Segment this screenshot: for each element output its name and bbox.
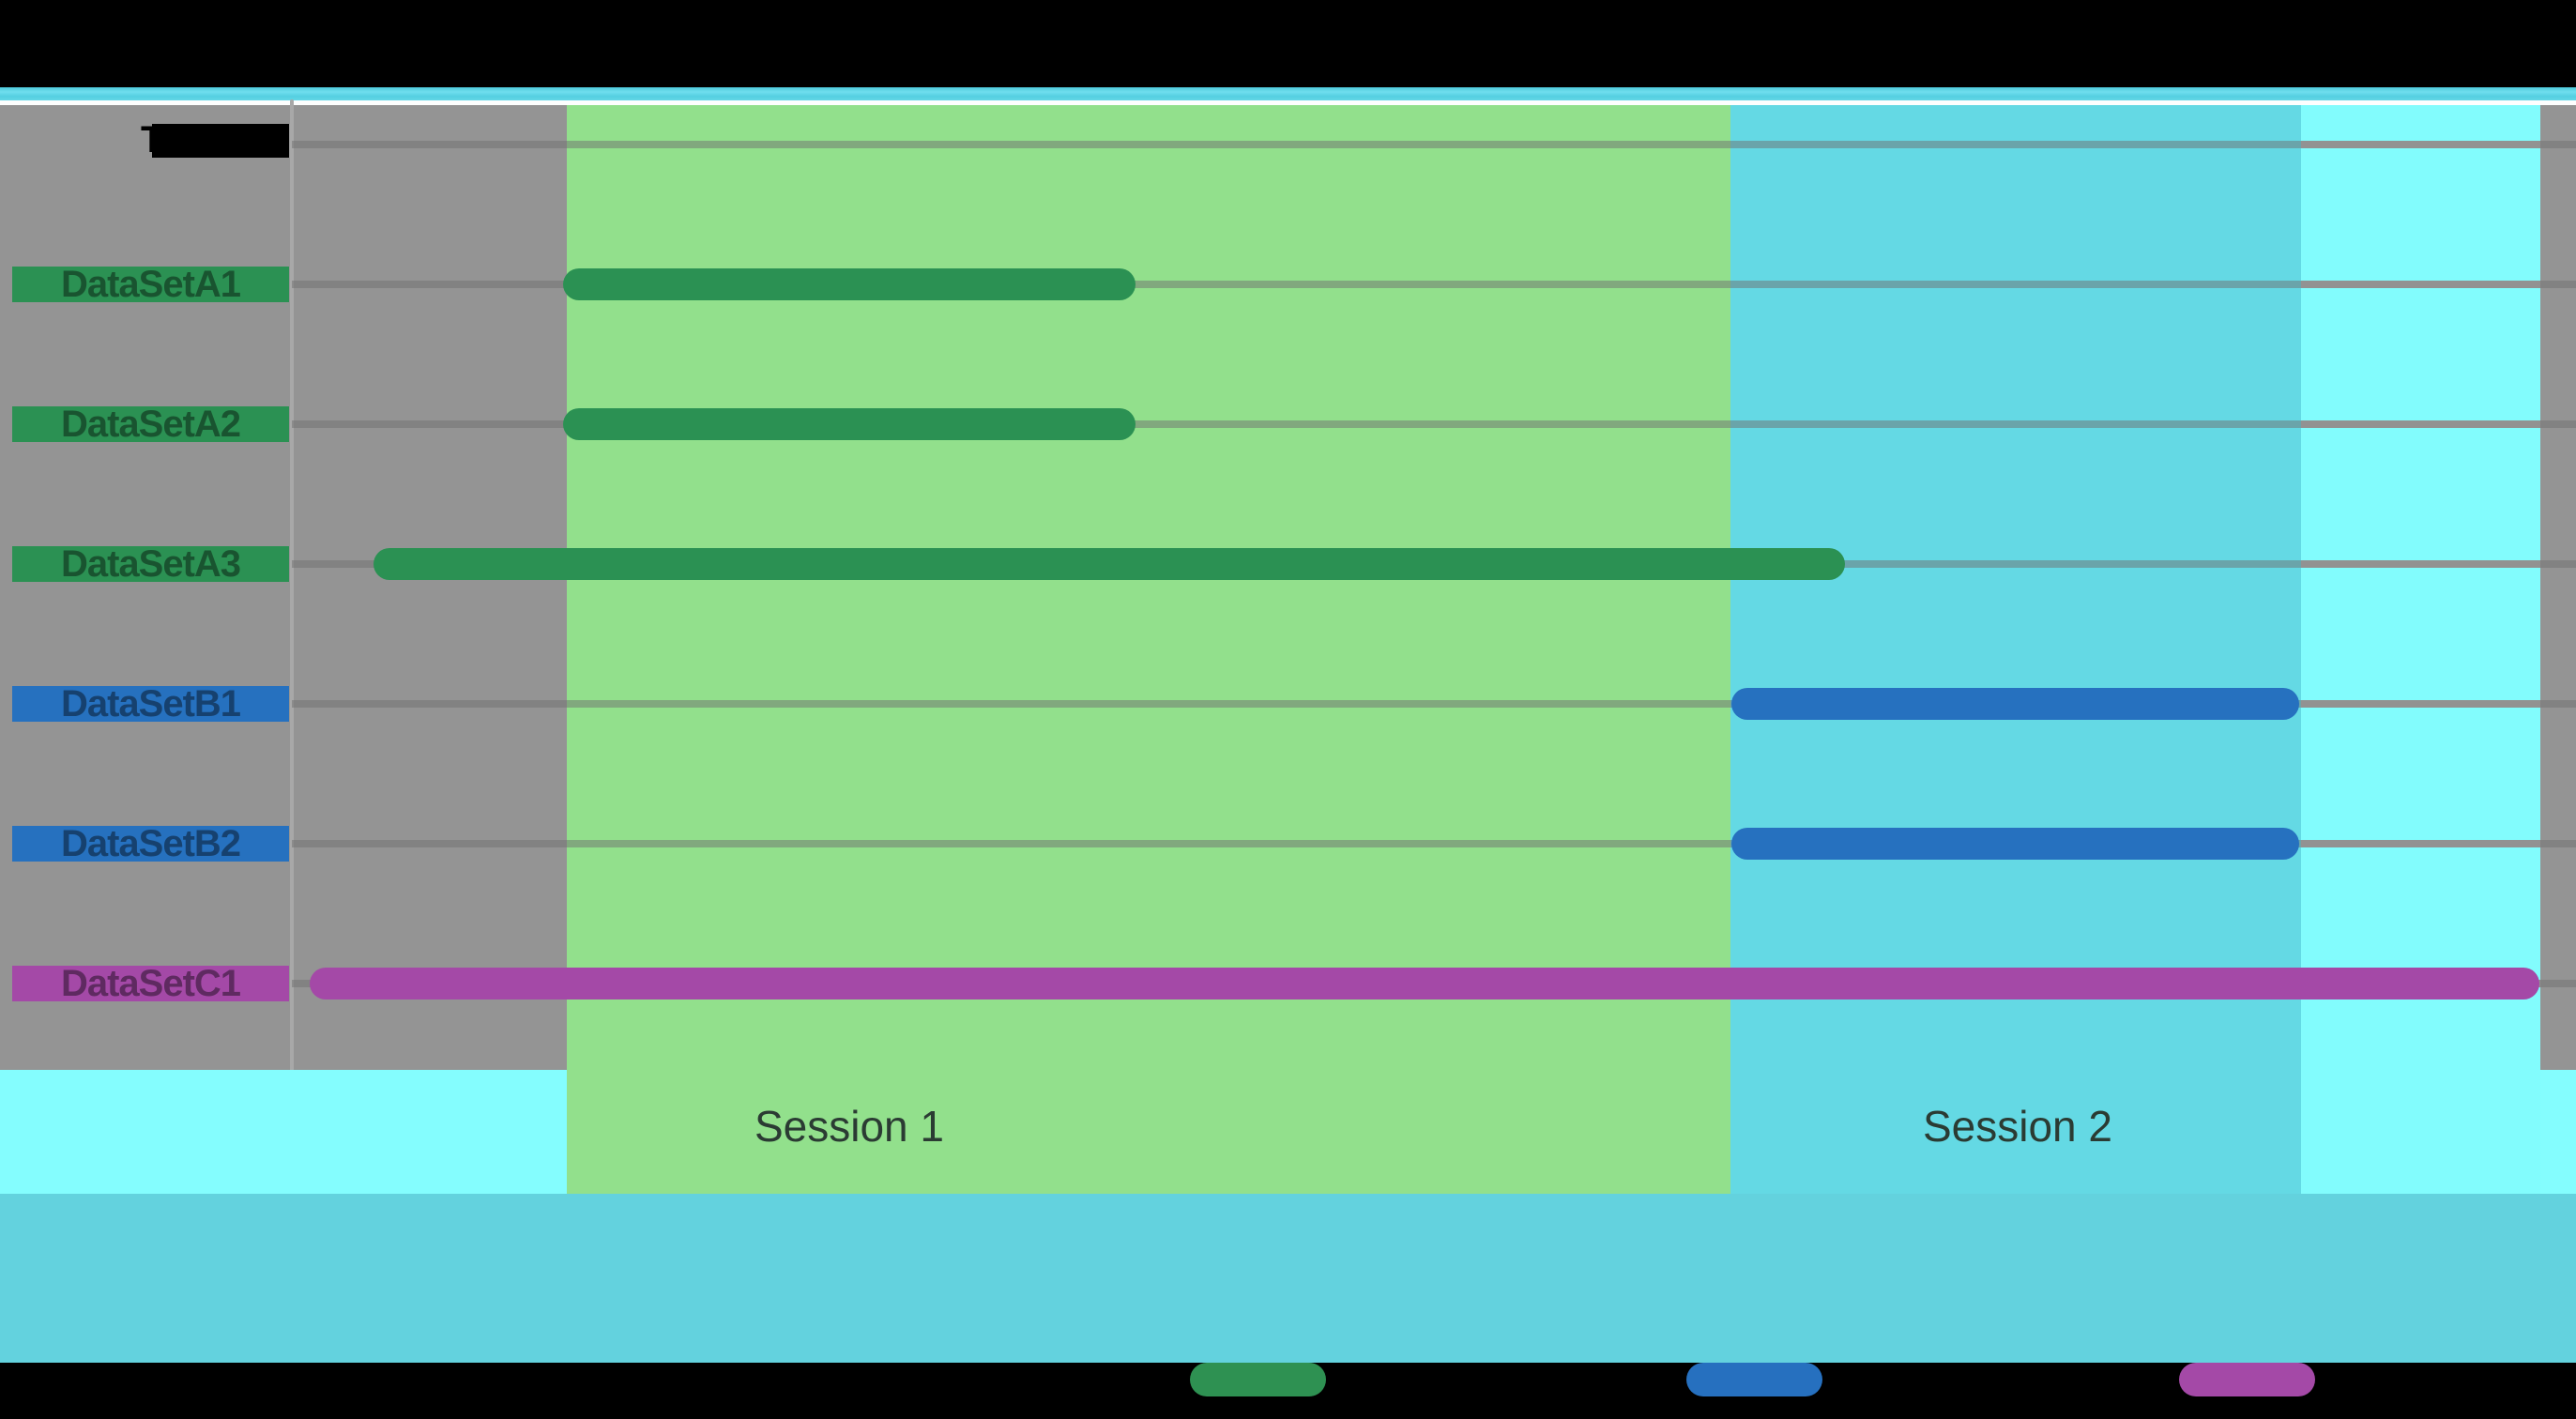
session1-label: Session 1 xyxy=(754,1102,944,1151)
legend-swatch-series-a xyxy=(1190,1363,1326,1396)
row-gridline-lightcol-segment xyxy=(2301,420,2540,428)
row-label-datasetb1: DataSetB1 xyxy=(12,686,289,722)
task-bar-datasetb2 xyxy=(1731,828,2299,860)
redaction-box xyxy=(152,124,289,158)
row-gridline-lightcol-segment xyxy=(2301,281,2540,288)
row-label-dataseta2: DataSetA2 xyxy=(12,406,289,442)
bottom-cyan-band xyxy=(0,1194,2576,1363)
session2-panel xyxy=(1730,105,2301,1194)
row-label-dataseta3: DataSetA3 xyxy=(12,546,289,582)
row-gridline-lightcol-segment xyxy=(2301,141,2540,148)
legend-swatch-series-c xyxy=(2179,1363,2315,1396)
row-gridline-lightcol-segment xyxy=(2301,560,2540,568)
top-cyan-strip xyxy=(0,87,2576,100)
row-gridline xyxy=(292,420,2576,428)
row-label-datasetb2: DataSetB2 xyxy=(12,826,289,862)
row-gridline xyxy=(292,700,2576,708)
row-gridline-lightcol-segment xyxy=(2301,840,2540,847)
row-gridline xyxy=(292,281,2576,288)
task-bar-dataseta2 xyxy=(563,408,1136,440)
y-axis-spine xyxy=(290,99,294,1070)
row-gridline-lightcol-segment xyxy=(2301,700,2540,708)
row-gridline xyxy=(292,141,2576,148)
right-light-cyan-column xyxy=(2301,105,2540,1194)
row-gridline xyxy=(292,840,2576,847)
task-bar-datasetc1 xyxy=(310,968,2539,999)
row-label-datasetc1: DataSetC1 xyxy=(12,966,289,1001)
row-label-dataseta1: DataSetA1 xyxy=(12,267,289,302)
top-letterbox-bar xyxy=(0,0,2576,87)
top-white-divider xyxy=(0,100,2576,105)
task-bar-dataseta3 xyxy=(373,548,1845,580)
session2-label: Session 2 xyxy=(1922,1102,2112,1151)
legend-swatch-series-b xyxy=(1686,1363,1822,1396)
task-bar-datasetb1 xyxy=(1731,688,2299,720)
task-bar-dataseta1 xyxy=(563,268,1136,300)
